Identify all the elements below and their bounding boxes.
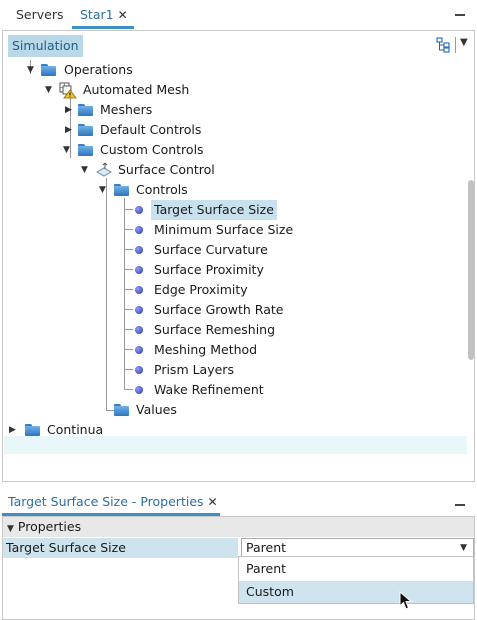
tree-item-label: Surface Growth Rate [154, 302, 284, 317]
tree-line [124, 369, 133, 370]
tree-item-label: Meshers [100, 102, 153, 117]
tree-line [124, 309, 133, 310]
header-separator [455, 37, 456, 53]
tree-line [70, 98, 71, 158]
chevron-down-icon[interactable]: ▼ [45, 85, 52, 95]
minimize-icon[interactable] [453, 4, 467, 18]
tree-status-strip [4, 436, 467, 454]
property-dot-icon [135, 366, 143, 374]
tree-item-label: Prism Layers [154, 362, 234, 377]
tree-item-label: Meshing Method [154, 342, 258, 357]
properties-tab-bar: Target Surface Size - Properties✕ [0, 490, 477, 516]
folder-icon [78, 124, 93, 136]
tree-view-icon[interactable] [436, 37, 450, 53]
folder-icon [78, 144, 93, 156]
tree-item-label: Wake Refinement [154, 382, 264, 397]
mesh-warning-icon [59, 82, 77, 99]
chevron-down-icon[interactable]: ▼ [63, 145, 70, 155]
editor-tab-bar: Servers Star1✕ [0, 0, 477, 30]
tab-properties-label: Target Surface Size - Properties [8, 494, 204, 509]
chevron-down-icon[interactable]: ▼ [460, 543, 467, 553]
tree-line [106, 178, 107, 411]
tree-item-label: Edge Proximity [154, 282, 248, 297]
property-dot-icon [135, 326, 143, 334]
property-row-target-surface-size[interactable]: Target Surface Size Parent ▼ [3, 538, 474, 558]
tree-line [124, 229, 133, 230]
tab-star1-label: Star1 [80, 7, 114, 22]
dropdown-option-custom[interactable]: Custom [239, 581, 473, 603]
tree-line [124, 269, 133, 270]
tab-properties[interactable]: Target Surface Size - Properties✕ [8, 494, 218, 509]
tree-item-label: Surface Remeshing [154, 322, 276, 337]
tree-line [124, 349, 133, 350]
chevron-right-icon[interactable]: ▶ [65, 105, 72, 115]
close-icon[interactable]: ✕ [117, 8, 128, 22]
active-tab-indicator [2, 513, 220, 516]
chevron-down-icon[interactable]: ▼ [99, 185, 106, 195]
tree-item-label: Target Surface Size [151, 200, 277, 220]
folder-icon [78, 104, 93, 116]
minimize-icon[interactable] [453, 494, 467, 508]
property-dot-icon [135, 286, 143, 294]
tree-line [124, 289, 133, 290]
tree-line [124, 329, 133, 330]
tree-line [106, 410, 116, 411]
property-value-text: Parent [246, 540, 287, 555]
properties-group-header[interactable]: ▼ Properties [3, 517, 474, 537]
simulation-button[interactable]: Simulation [8, 35, 83, 57]
folder-icon [114, 404, 129, 416]
chevron-down-icon[interactable]: ▼ [460, 37, 468, 48]
active-tab-indicator [72, 26, 134, 29]
tree-item-label: Surface Proximity [154, 262, 264, 277]
chevron-right-icon[interactable]: ▶ [9, 425, 16, 435]
folder-icon [41, 64, 56, 76]
tree-item-label: Automated Mesh [83, 82, 190, 97]
folder-icon [114, 184, 129, 196]
tree-item-label: Surface Control [118, 162, 215, 177]
tab-star1[interactable]: Star1✕ [80, 6, 128, 26]
close-icon[interactable]: ✕ [207, 495, 218, 509]
property-dot-icon [135, 226, 143, 234]
tree-item-label: Continua [47, 422, 104, 437]
tree-item-label: Custom Controls [100, 142, 204, 157]
dropdown-option-parent[interactable]: Parent [246, 561, 287, 576]
property-dot-icon [135, 246, 143, 254]
surface-control-icon [95, 162, 113, 177]
tree-item-label: Controls [136, 182, 188, 197]
property-dot-icon [135, 266, 143, 274]
tree-line [124, 198, 125, 390]
tab-servers-label: Servers [16, 7, 64, 22]
property-dot-icon [135, 346, 143, 354]
chevron-right-icon[interactable]: ▶ [65, 125, 72, 135]
tree-item-label: Default Controls [100, 122, 202, 137]
property-value-select[interactable]: Parent ▼ [241, 538, 474, 558]
tree-item-label: Minimum Surface Size [154, 222, 294, 237]
tab-servers[interactable]: Servers [16, 6, 64, 26]
folder-icon [25, 424, 40, 436]
chevron-down-icon[interactable]: ▼ [81, 165, 88, 175]
property-name: Target Surface Size [3, 538, 238, 558]
tree-line [124, 249, 133, 250]
tree-line [30, 60, 31, 74]
property-dot-icon [135, 386, 143, 394]
tree-item-label: Values [136, 402, 177, 417]
properties-group-label: Properties [17, 519, 82, 534]
chevron-down-icon[interactable]: ▼ [7, 524, 14, 534]
property-dot-icon [135, 206, 143, 214]
value-dropdown-list: Parent Custom [238, 556, 474, 604]
mouse-cursor-icon [399, 591, 413, 610]
tree-item-label: Operations [64, 62, 133, 77]
tree-line [124, 209, 133, 210]
tree-line [124, 389, 133, 390]
tree-scrollbar[interactable] [468, 180, 474, 360]
property-dot-icon [135, 306, 143, 314]
simulation-header: Simulation ▼ [2, 30, 475, 62]
chevron-down-icon[interactable]: ▼ [27, 65, 34, 75]
simulation-tree: ▼ Operations ▼ Automated Mesh ▶ Meshers … [2, 60, 475, 482]
tree-item-label: Surface Curvature [154, 242, 268, 257]
